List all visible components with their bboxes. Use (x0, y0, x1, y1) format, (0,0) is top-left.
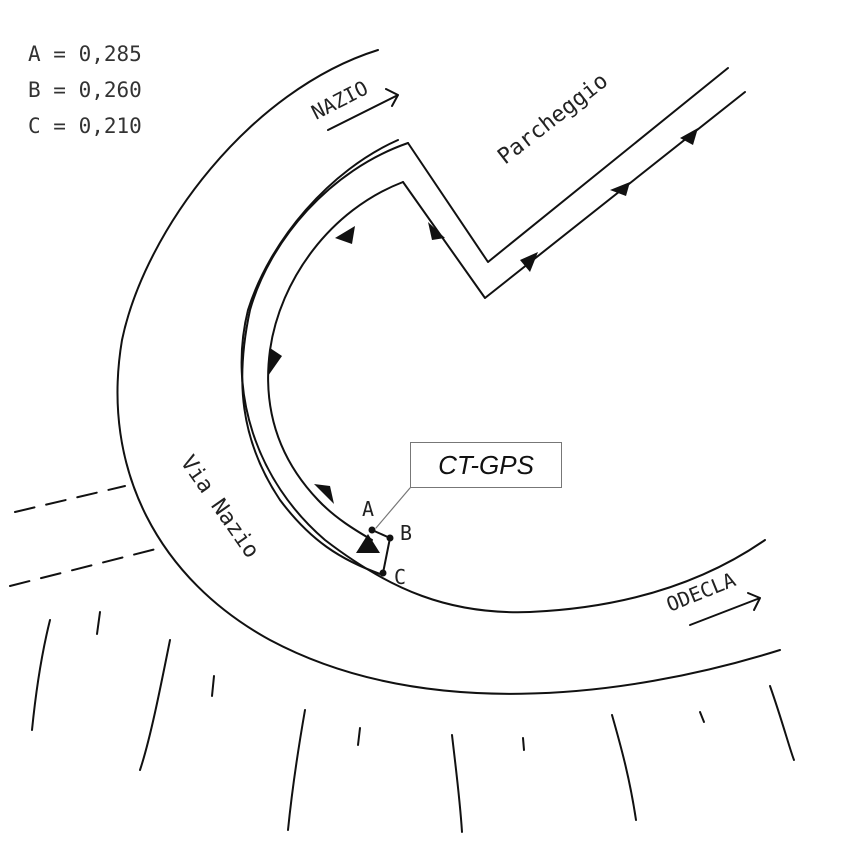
side-road-bottom (9, 547, 161, 587)
parking-label: Parcheggio (493, 68, 613, 169)
arrow-icon (327, 88, 399, 131)
terrain-hachure (451, 734, 463, 833)
side-road-top (14, 485, 126, 513)
coefficient-b: B = 0,260 (28, 78, 142, 102)
triangle-marker-icon (356, 534, 380, 553)
terrain-hachure (611, 714, 637, 821)
parking-inner-outline (402, 91, 746, 299)
coefficient-a: A = 0,285 (28, 42, 142, 66)
terrain-hachure (96, 611, 101, 635)
station-label: CT-GPS (438, 449, 534, 480)
sidewalk-inner (267, 181, 404, 541)
point-label-a: A (362, 497, 374, 521)
coefficient-legend: A = 0,285 B = 0,260 C = 0,210 (28, 36, 142, 144)
street-name-label: Via Nazio (175, 451, 264, 563)
top-arrow-label: NAZIO (307, 76, 372, 125)
label-leader-line (375, 487, 411, 529)
tree-marker-icon (314, 484, 334, 504)
point-label-c: C (394, 565, 406, 589)
parking-outer-outline (407, 67, 729, 263)
terrain-hachure (31, 619, 51, 731)
tree-markers (268, 128, 698, 504)
point-c (379, 569, 387, 577)
arrow-icon (689, 592, 761, 626)
tree-marker-icon (335, 226, 355, 244)
terrain-hachure (699, 711, 705, 723)
terrain-hachure (769, 685, 795, 761)
station-label-box: CT-GPS (410, 442, 562, 488)
coefficient-c: C = 0,210 (28, 114, 142, 138)
road-outer-edge (116, 49, 781, 695)
tree-marker-icon (428, 222, 445, 240)
terrain-hachure (211, 675, 215, 697)
tree-marker-icon (680, 128, 698, 145)
terrain-hachure (139, 639, 171, 771)
sidewalk-outer (241, 142, 409, 576)
point-a (368, 526, 376, 534)
tree-marker-icon (520, 252, 538, 272)
point-b (386, 534, 394, 542)
tree-marker-icon (610, 182, 630, 196)
terrain-hachure (287, 709, 306, 831)
tree-marker-icon (268, 348, 282, 376)
terrain-hachure (357, 727, 361, 746)
point-label-b: B (400, 521, 412, 545)
terrain-hachure (522, 737, 525, 751)
